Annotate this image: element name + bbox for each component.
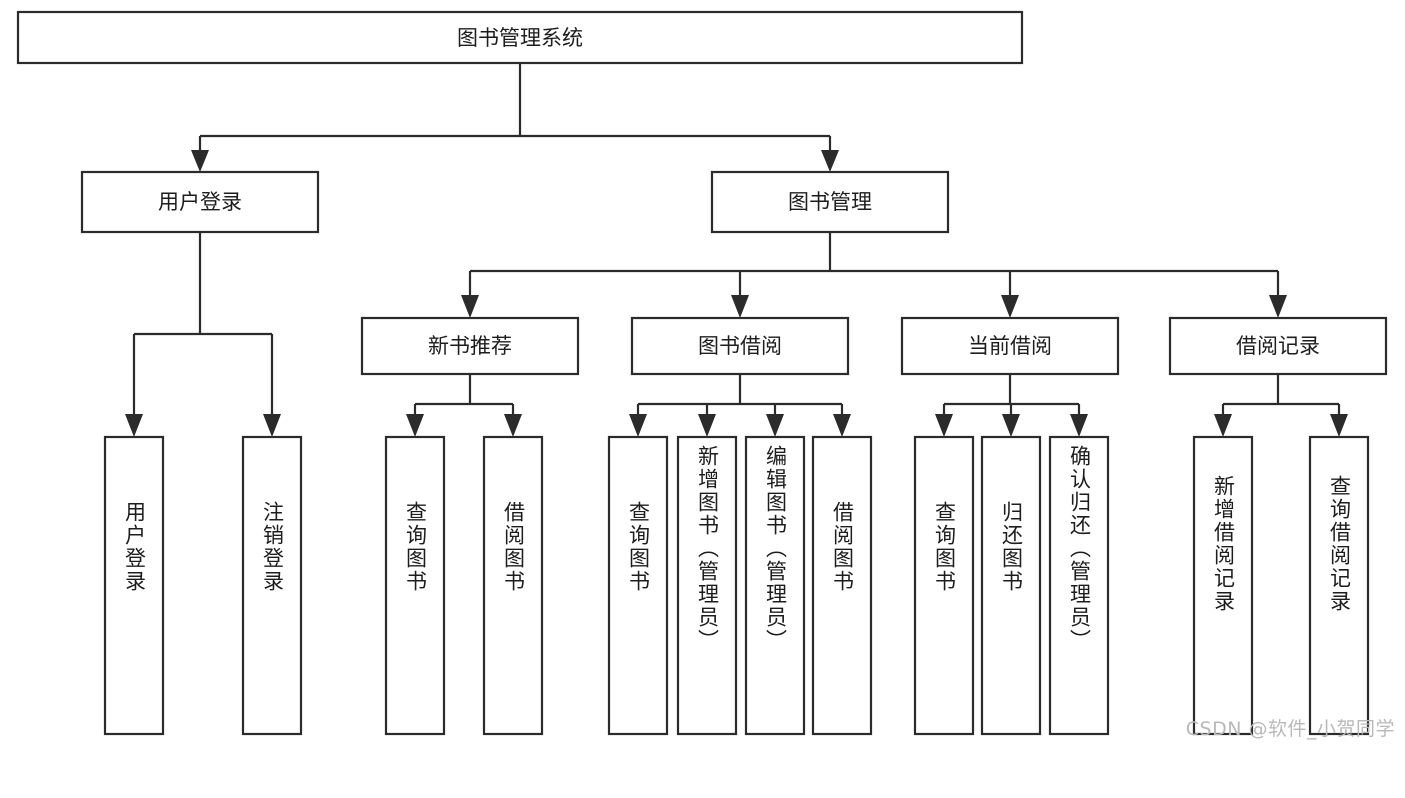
node-borrow-record-label: 借阅记录 xyxy=(1236,334,1320,358)
arrow-icon xyxy=(191,150,209,172)
edge-userlogin-bus xyxy=(132,232,274,425)
node-new-book-rec-label: 新书推荐 xyxy=(428,334,512,358)
node-borrow-record-rect[interactable] xyxy=(1168,316,1388,376)
arrow-icon xyxy=(1214,414,1232,437)
node-leaf-add-record-rect[interactable] xyxy=(1192,435,1254,736)
arrow-icon xyxy=(1330,414,1348,437)
edge-root-bus xyxy=(198,63,832,160)
arrow-icon xyxy=(698,414,716,437)
arrow-icon xyxy=(1001,295,1019,318)
node-root-rect[interactable] xyxy=(16,10,1024,65)
arrow-icon xyxy=(731,295,749,318)
leaf-rect-layer xyxy=(103,435,1370,736)
arrow-icon xyxy=(1269,295,1287,318)
arrow-icon xyxy=(263,414,281,437)
arrow-icon xyxy=(504,414,522,437)
node-leaf-add-book-rect[interactable] xyxy=(676,435,738,736)
node-current-borrow-rect[interactable] xyxy=(900,316,1120,376)
node-new-book-rec-rect[interactable] xyxy=(360,316,580,376)
node-user-login[interactable]: 用户登录 xyxy=(80,170,320,234)
node-leaf-query-book-2-rect[interactable] xyxy=(607,435,669,736)
arrow-icon xyxy=(766,414,784,437)
node-book-borrow[interactable]: 图书借阅 xyxy=(630,316,850,376)
node-leaf-confirm-return-rect[interactable] xyxy=(1048,435,1110,736)
node-book-borrow-rect[interactable] xyxy=(630,316,850,376)
node-book-manage[interactable]: 图书管理 xyxy=(710,170,950,234)
arrowhead-layer xyxy=(125,150,1348,437)
edge-newbook-bus xyxy=(413,374,515,425)
node-leaf-logout-login-rect[interactable] xyxy=(241,435,303,736)
node-leaf-borrow-book-1-rect[interactable] xyxy=(482,435,544,736)
node-current-borrow[interactable]: 当前借阅 xyxy=(900,316,1120,376)
node-new-book-rec[interactable]: 新书推荐 xyxy=(360,316,580,376)
node-leaf-query-book-1-rect[interactable] xyxy=(384,435,446,736)
node-user-login-label: 用户登录 xyxy=(158,190,242,214)
node-current-borrow-label: 当前借阅 xyxy=(968,334,1052,358)
node-root[interactable]: 图书管理系统 xyxy=(16,10,1024,65)
node-root-label: 图书管理系统 xyxy=(457,26,583,50)
node-leaf-user-login-rect[interactable] xyxy=(103,435,165,736)
edge-borrowrecord-bus xyxy=(1221,374,1341,425)
node-leaf-query-book-3-rect[interactable] xyxy=(913,435,975,736)
node-leaf-borrow-book-2-rect[interactable] xyxy=(811,435,873,736)
node-leaf-query-record-rect[interactable] xyxy=(1308,435,1370,736)
arrow-icon xyxy=(833,414,851,437)
edge-bookborrow-bus xyxy=(636,374,844,425)
connector-layer xyxy=(132,63,1341,425)
node-borrow-record[interactable]: 借阅记录 xyxy=(1168,316,1388,376)
node-book-manage-rect[interactable] xyxy=(710,170,950,234)
arrow-icon xyxy=(935,414,953,437)
flowchart-canvas: 图书管理系统 用户登录 图书管理 新书推荐 图书借阅 xyxy=(16,10,1395,740)
arrow-icon xyxy=(461,295,479,318)
arrow-icon xyxy=(1070,414,1088,437)
node-layer: 图书管理系统 用户登录 图书管理 新书推荐 图书借阅 xyxy=(16,10,1388,736)
node-book-borrow-label: 图书借阅 xyxy=(698,334,782,358)
arrow-icon xyxy=(629,414,647,437)
node-user-login-rect[interactable] xyxy=(80,170,320,234)
edge-bookmanage-bus xyxy=(468,232,1280,306)
arrow-icon xyxy=(406,414,424,437)
node-book-manage-label: 图书管理 xyxy=(788,190,872,214)
node-leaf-return-book-rect[interactable] xyxy=(980,435,1042,736)
node-leaf-edit-book-rect[interactable] xyxy=(744,435,806,736)
arrow-icon xyxy=(125,414,143,437)
arrow-icon xyxy=(821,150,839,172)
arrow-icon xyxy=(1002,414,1020,437)
flowchart-svg: 图书管理系统 用户登录 图书管理 新书推荐 图书借阅 xyxy=(16,10,1388,736)
